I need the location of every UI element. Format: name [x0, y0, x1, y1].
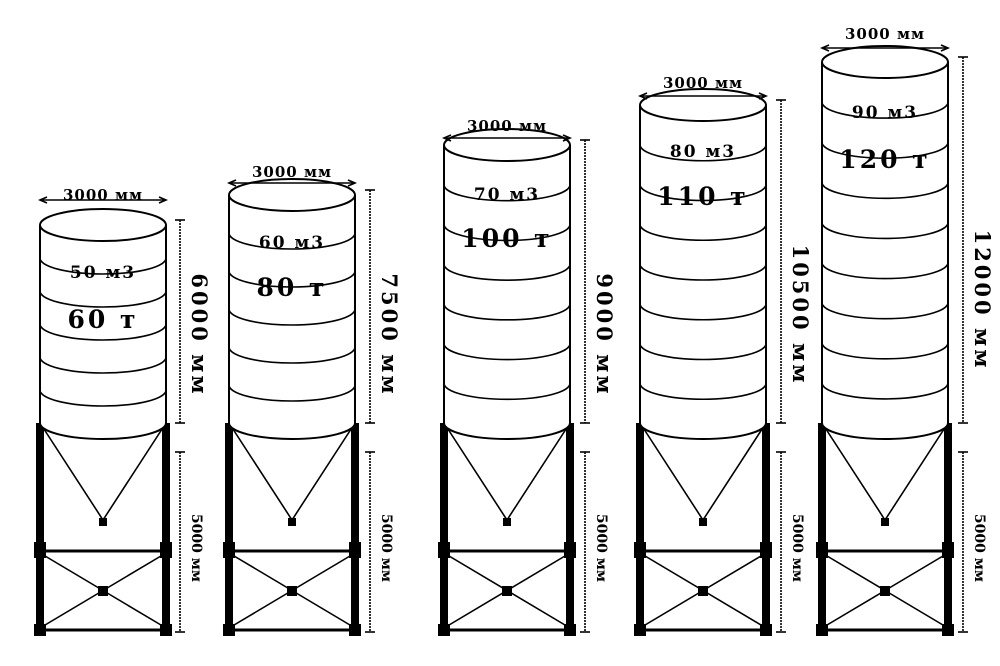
silo-body	[39, 208, 167, 440]
ring-line	[821, 342, 949, 360]
height-label: 6000 мм	[187, 273, 212, 396]
silo-4: 80 м3 110 т 3000 мм 10500 мм 5000 мм	[634, 74, 813, 636]
diameter-label: 3000 мм	[252, 163, 332, 181]
diameter-label: 3000 мм	[467, 117, 547, 135]
diameter-label: 3000 мм	[663, 74, 743, 92]
ring-line	[639, 343, 767, 361]
ring-line	[39, 323, 167, 341]
ring-line	[639, 184, 767, 202]
support-frame	[34, 423, 172, 636]
ring-line	[821, 302, 949, 320]
height-dimension: 10500 мм	[776, 99, 813, 424]
ring-line	[443, 184, 571, 202]
height-dimension: 6000 мм	[175, 219, 212, 424]
ring-line	[443, 343, 571, 361]
ring-line	[639, 383, 767, 401]
ring-line	[39, 290, 167, 308]
support-frame	[816, 423, 954, 636]
height-label: 9000 мм	[592, 273, 617, 396]
ring-line	[228, 270, 356, 288]
ring-line	[639, 144, 767, 162]
ring-line	[821, 222, 949, 240]
diameter-dimension: 3000 мм	[441, 117, 573, 142]
support-frame	[223, 423, 361, 636]
height-dimension: 9000 мм	[580, 139, 617, 424]
ring-line	[443, 264, 571, 281]
ring-line	[228, 346, 356, 364]
ring-line	[821, 101, 949, 119]
hopper-cone	[443, 422, 571, 526]
silo-body	[443, 128, 571, 440]
support-frame	[438, 423, 576, 636]
volume-label: 90 м3	[852, 103, 918, 123]
ring-line	[443, 383, 571, 401]
hopper-cone	[821, 422, 949, 526]
support-height-dimension: 5000 мм	[958, 451, 987, 633]
support-frame	[634, 423, 772, 636]
capacity-label: 80 т	[257, 273, 328, 302]
ring-line	[39, 356, 167, 374]
ring-line	[821, 262, 949, 280]
diameter-label: 3000 мм	[845, 25, 925, 43]
support-height-dimension: 5000 мм	[776, 451, 805, 633]
silo-3: 70 м3 100 т 3000 мм 9000 мм 5000 мм	[438, 117, 617, 636]
silo-1: 50 м3 60 т 3000 мм 6000 мм 5000 мм	[34, 186, 212, 636]
ring-line	[228, 384, 356, 402]
ring-line	[639, 303, 767, 321]
silo-5: 90 м3 120 т 3000 мм 12000 мм 5000 мм	[816, 25, 995, 636]
support-height-label: 5000 мм	[593, 514, 609, 582]
height-dimension: 12000 мм	[958, 56, 995, 424]
ring-line	[228, 308, 356, 326]
ring-line	[39, 389, 167, 407]
ring-line	[228, 232, 356, 250]
volume-label: 60 м3	[259, 233, 325, 253]
hopper-cone	[39, 422, 167, 526]
support-height-label: 5000 мм	[789, 514, 805, 582]
diameter-dimension: 3000 мм	[226, 163, 358, 187]
capacity-label: 120 т	[839, 145, 930, 174]
silo-2: 60 м3 80 т 3000 мм 7500 мм 5000 мм	[223, 163, 402, 636]
ring-line	[821, 142, 949, 160]
height-label: 12000 мм	[970, 230, 995, 371]
height-label: 7500 мм	[377, 273, 402, 396]
capacity-label: 100 т	[461, 224, 552, 253]
ring-line	[443, 303, 571, 321]
height-dimension: 7500 мм	[365, 189, 402, 424]
diameter-label: 3000 мм	[63, 186, 143, 204]
support-height-dimension: 5000 мм	[580, 451, 609, 633]
ring-line	[821, 382, 949, 400]
ring-line	[821, 182, 949, 200]
volume-label: 80 м3	[670, 142, 736, 162]
ring-line	[39, 257, 167, 275]
silo-body	[639, 88, 767, 440]
height-label: 10500 мм	[788, 245, 813, 386]
ring-line	[639, 224, 767, 242]
ring-line	[443, 224, 571, 242]
diameter-dimension: 3000 мм	[37, 186, 169, 204]
capacity-label: 110 т	[657, 182, 748, 211]
support-height-dimension: 5000 мм	[365, 451, 394, 633]
ring-line	[639, 263, 767, 281]
silo-body	[228, 178, 356, 440]
hopper-cone	[639, 422, 767, 526]
support-height-label: 5000 мм	[188, 514, 204, 582]
capacity-label: 60 т	[68, 305, 139, 334]
support-height-label: 5000 мм	[378, 514, 394, 582]
hopper-cone	[228, 422, 356, 526]
support-height-label: 5000 мм	[971, 514, 987, 582]
diameter-dimension: 3000 мм	[819, 25, 951, 52]
silo-body	[821, 45, 949, 440]
diameter-dimension: 3000 мм	[637, 74, 769, 100]
support-height-dimension: 5000 мм	[175, 451, 204, 633]
volume-label: 50 м3	[70, 263, 136, 283]
volume-label: 70 м3	[474, 185, 540, 205]
